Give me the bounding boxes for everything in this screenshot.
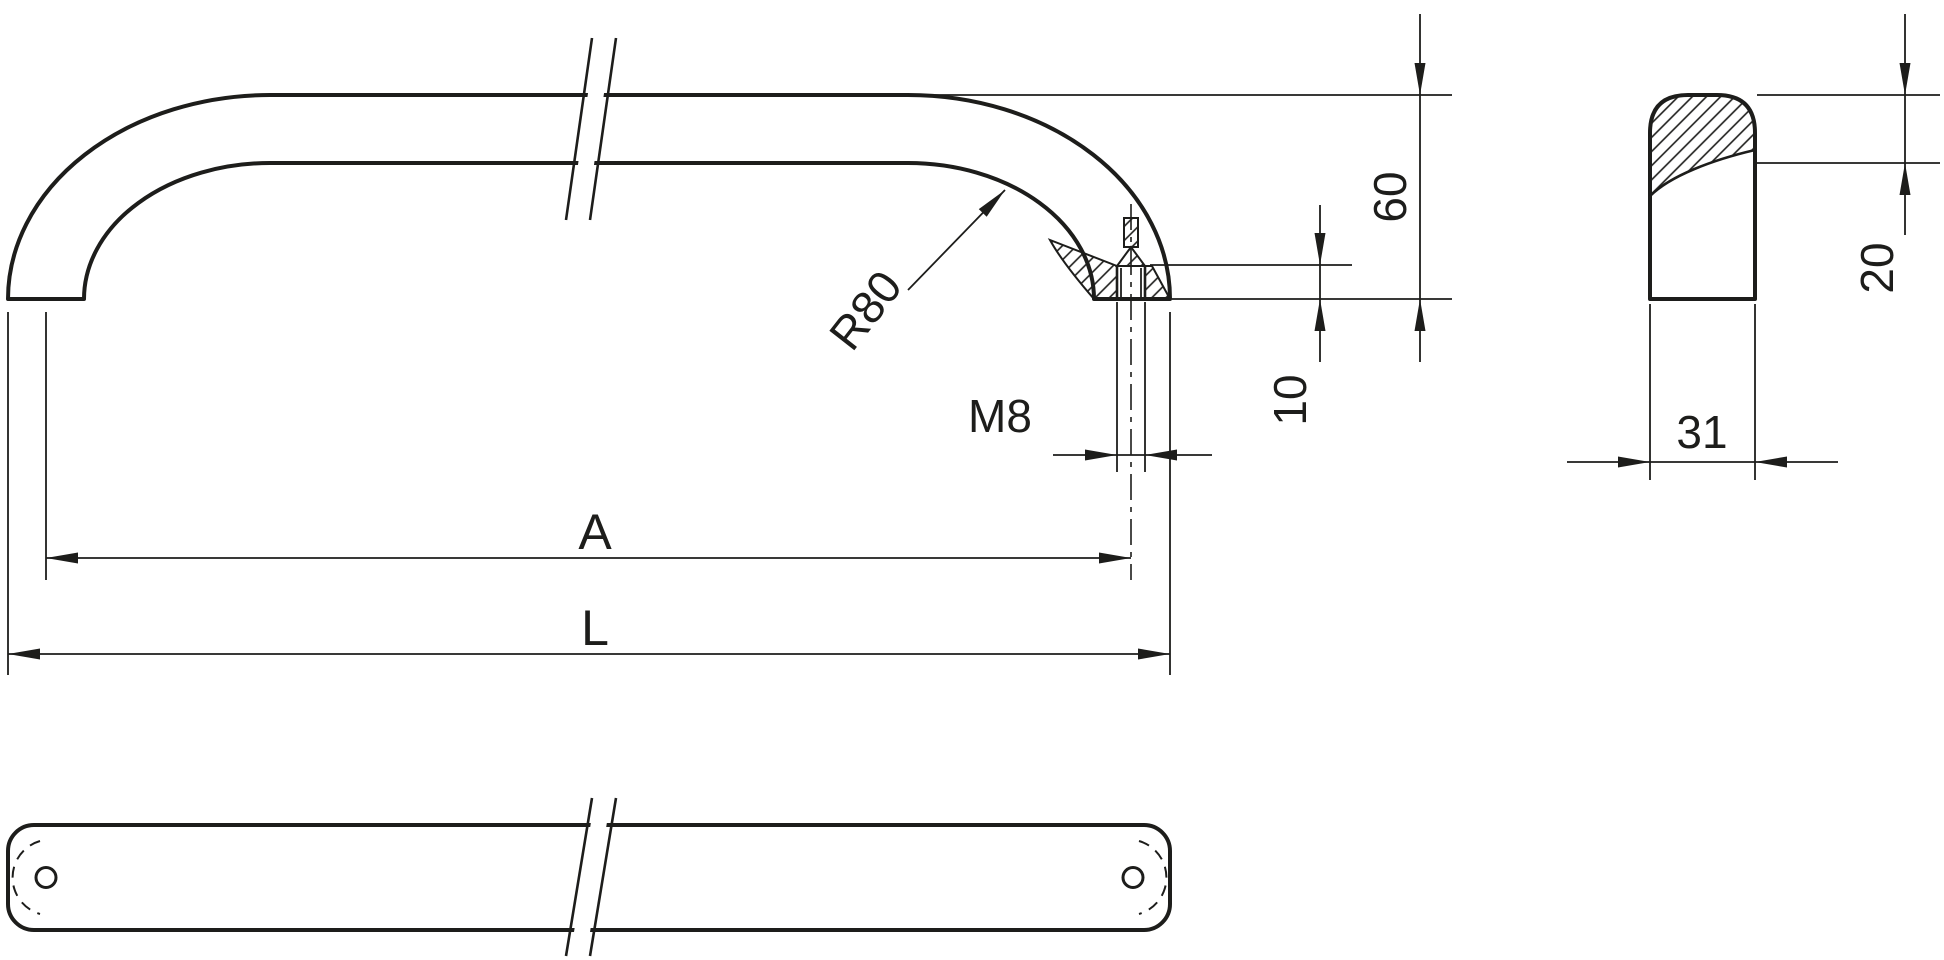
left-hole (34, 866, 58, 889)
break-symbol-main (564, 36, 618, 222)
radius-leader-line (907, 189, 1006, 291)
dimension-arrows-section (1567, 14, 1911, 468)
dimension-arrows-main (8, 14, 1426, 660)
height-label: 60 (1364, 171, 1416, 222)
break-line (564, 37, 594, 221)
radius-label: R80 (819, 261, 912, 360)
boss-hatch-left (1047, 238, 1118, 300)
break-gap (570, 796, 611, 958)
extension-lines-main (7, 94, 1452, 675)
break-line (564, 797, 594, 957)
thread-hole (1115, 204, 1147, 580)
break-line (588, 37, 618, 221)
break-symbol-plan (564, 796, 618, 958)
hole-spacing-label: A (578, 504, 612, 560)
section-width-label: 31 (1676, 406, 1727, 458)
stud-tip (1123, 217, 1139, 248)
thread-depth-label: 10 (1264, 374, 1316, 425)
right-hole (1121, 866, 1145, 889)
overall-length-label: L (581, 600, 609, 656)
section-cut-edge (1649, 148, 1756, 197)
section-thickness-label: 20 (1851, 242, 1903, 293)
thread-label: M8 (968, 390, 1032, 442)
main-view: R80 M8 60 10 A L (6, 14, 1452, 675)
break-line (588, 797, 618, 957)
handle-outline (6, 93, 1172, 301)
section-view: 20 31 (1567, 14, 1940, 480)
break-gap (570, 36, 612, 222)
plan-view (6, 796, 1172, 958)
section-hatch (1650, 95, 1755, 196)
left-end-hidden-curve (11, 840, 41, 915)
right-end-hidden-curve (1138, 840, 1168, 915)
